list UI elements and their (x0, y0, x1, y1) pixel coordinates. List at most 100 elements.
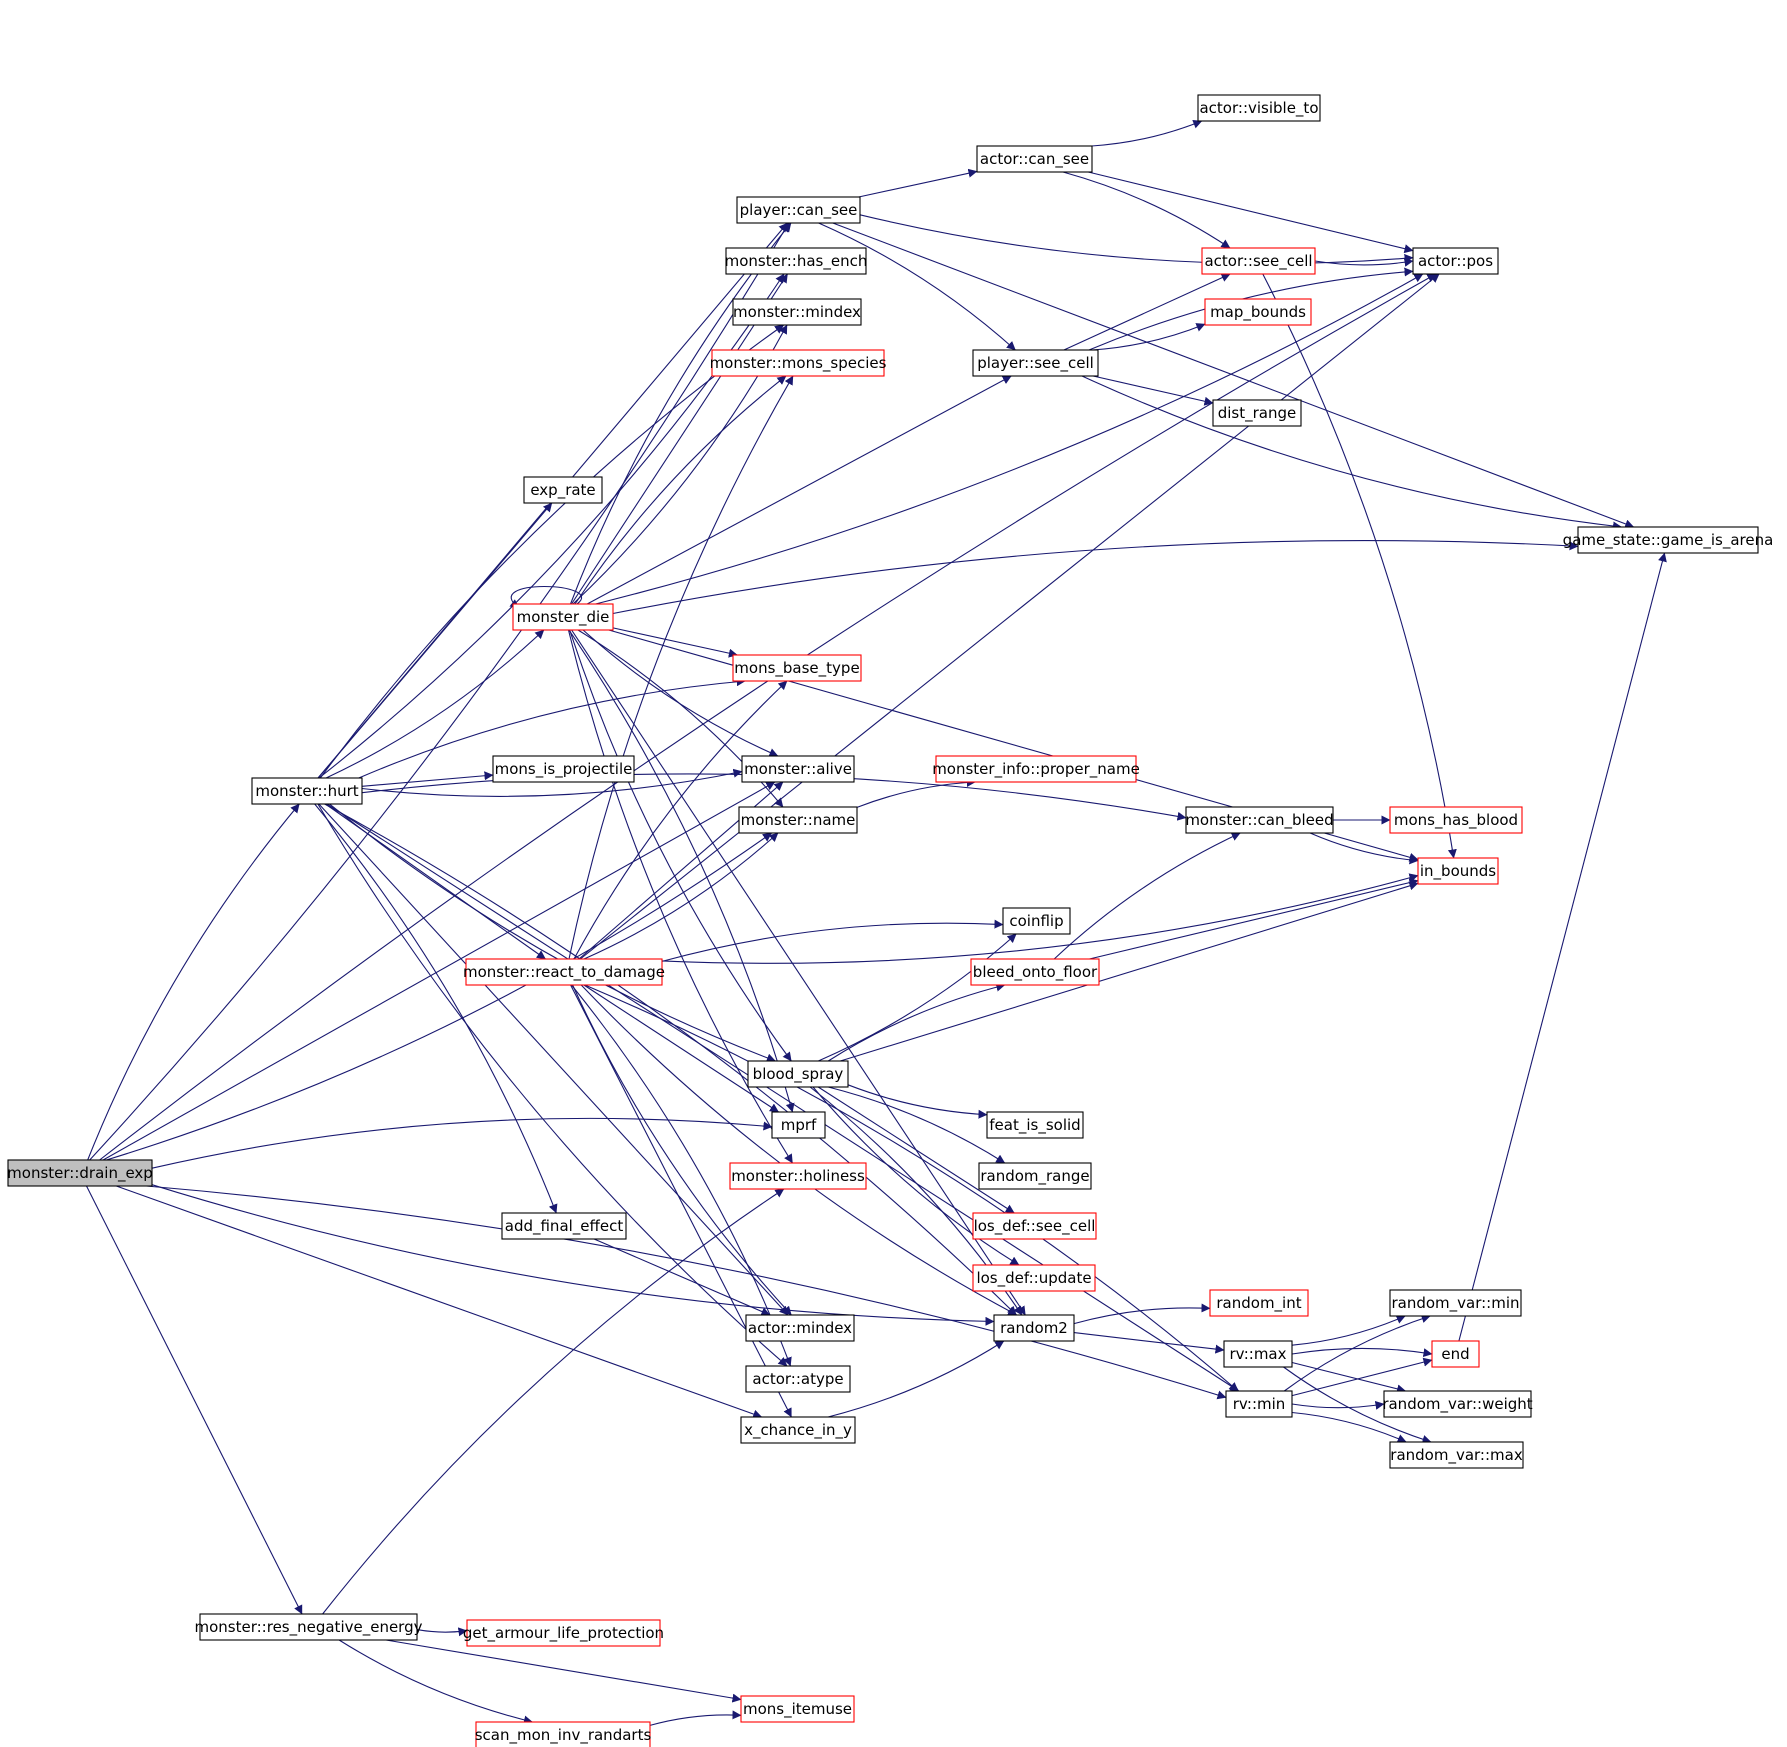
node-actor-pos[interactable]: actor::pos (1412, 247, 1499, 275)
node-label: get_armour_life_protection (463, 1624, 664, 1643)
node-coinflip[interactable]: coinflip (1002, 907, 1071, 935)
node-mon-alive[interactable]: monster::alive (741, 755, 855, 783)
node-actor-see-cell[interactable]: actor::see_cell (1201, 247, 1316, 275)
node-box (725, 247, 867, 275)
node-blood-spray[interactable]: blood_spray (747, 1060, 849, 1088)
node-label: x_chance_in_y (744, 1421, 852, 1440)
node-label: scan_mon_inv_randarts (475, 1726, 652, 1745)
node-exp-rate[interactable]: exp_rate (523, 476, 603, 504)
node-box (492, 755, 635, 783)
edge-rv-min-to-rv-var-min (1283, 1314, 1431, 1392)
node-proper-name[interactable]: monster_info::proper_name (932, 755, 1140, 783)
node-player-see-cell[interactable]: player::see_cell (972, 349, 1099, 377)
edge-blood-spray-to-coinflip (818, 933, 1017, 1062)
node-react-to-damage[interactable]: monster::react_to_damage (463, 958, 665, 986)
node-label: in_bounds (1420, 862, 1496, 881)
node-map-bounds[interactable]: map_bounds (1204, 298, 1312, 326)
node-player-can-see[interactable]: player::can_see (736, 196, 861, 224)
node-can-bleed[interactable]: monster::can_bleed (1185, 806, 1334, 834)
node-box (465, 958, 663, 986)
node-los-see-cell[interactable]: los_def::see_cell (972, 1212, 1097, 1240)
node-label: bleed_onto_floor (973, 963, 1098, 982)
node-label: player::can_see (740, 201, 858, 220)
node-feat-is-solid[interactable]: feat_is_solid (986, 1111, 1084, 1139)
node-rv-max[interactable]: rv::max (1223, 1340, 1293, 1368)
edge-hurt-to-random2 (324, 803, 1017, 1316)
node-mon-name[interactable]: monster::name (738, 806, 858, 834)
node-box (501, 1212, 627, 1240)
node-box (1212, 399, 1302, 427)
node-mons-has-blood[interactable]: mons_has_blood (1389, 806, 1523, 834)
node-label: monster::has_ench (725, 252, 868, 271)
edge-react-to-damage-to-rv-min (584, 984, 1239, 1392)
node-game-is-arena[interactable]: game_state::game_is_arena (1563, 526, 1774, 554)
node-mprf[interactable]: mprf (771, 1111, 826, 1139)
edge-rv-max-to-end (1291, 1347, 1433, 1358)
node-holiness[interactable]: monster::holiness (729, 1162, 867, 1190)
node-rv-var-min[interactable]: random_var::min (1389, 1289, 1522, 1317)
node-box (1197, 94, 1321, 122)
node-random-int[interactable]: random_int (1209, 1289, 1309, 1317)
edge-blood-spray-to-in-bounds (840, 881, 1419, 1062)
edge-drain-exp-to-random2 (151, 1184, 995, 1326)
node-label: actor::see_cell (1204, 252, 1312, 271)
edge-player-can-see-to-player-see-cell (818, 222, 1016, 351)
node-hurt[interactable]: monster::hurt (251, 777, 363, 805)
node-rv-var-max[interactable]: random_var::max (1389, 1441, 1524, 1469)
node-box (1431, 1340, 1480, 1368)
node-label: monster::hurt (255, 782, 358, 800)
node-box (1225, 1390, 1293, 1418)
node-dist-range[interactable]: dist_range (1212, 399, 1302, 427)
node-drain-exp[interactable]: monster::drain_exp (7, 1159, 153, 1187)
node-armour-life[interactable]: get_armour_life_protection (463, 1619, 664, 1647)
node-box (972, 1264, 1096, 1292)
node-label: random_var::min (1391, 1294, 1519, 1313)
node-label: los_def::update (976, 1269, 1091, 1288)
edge-monster-die-to-player-can-see (569, 222, 792, 605)
node-rv-min[interactable]: rv::min (1225, 1390, 1293, 1418)
edge-drain-exp-to-mon-name (106, 832, 772, 1161)
node-label: blood_spray (753, 1065, 844, 1084)
node-box (512, 603, 614, 631)
node-los-update[interactable]: los_def::update (972, 1264, 1096, 1292)
node-box (1204, 298, 1312, 326)
node-label: random_range (980, 1167, 1089, 1186)
edge-can-bleed-to-in-bounds (1309, 832, 1419, 865)
node-box (1002, 907, 1071, 935)
edge-react-to-damage-to-actor-pos (579, 273, 1440, 960)
node-random-range[interactable]: random_range (978, 1162, 1092, 1190)
node-box (972, 349, 1099, 377)
node-box (1185, 806, 1334, 834)
node-box (736, 196, 861, 224)
node-label: mons_has_blood (1394, 811, 1518, 830)
node-in-bounds[interactable]: in_bounds (1417, 857, 1499, 885)
edge-drain-exp-to-actor-pos (99, 273, 1437, 1161)
edge-hurt-to-mons-base-type (358, 677, 746, 779)
node-box (972, 1212, 1097, 1240)
node-scan-randarts[interactable]: scan_mon_inv_randarts (475, 1721, 652, 1747)
node-res-neg[interactable]: monster::res_negative_energy (195, 1613, 423, 1641)
node-end[interactable]: end (1431, 1340, 1480, 1368)
edge-hurt-to-mon-mindex (319, 324, 785, 779)
node-add-final-effect[interactable]: add_final_effect (501, 1212, 627, 1240)
node-mons-is-projectile[interactable]: mons_is_projectile (492, 755, 635, 783)
node-has-ench[interactable]: monster::has_ench (725, 247, 868, 275)
node-box (745, 1365, 851, 1393)
node-bleed-onto-floor[interactable]: bleed_onto_floor (970, 958, 1100, 986)
node-rv-var-weight[interactable]: random_var::weight (1382, 1390, 1533, 1418)
node-monster-die[interactable]: monster_die (512, 603, 614, 631)
node-random2[interactable]: random2 (993, 1314, 1075, 1342)
node-mons-itemuse[interactable]: mons_itemuse (740, 1695, 855, 1723)
node-box (986, 1111, 1084, 1139)
node-actor-can-see[interactable]: actor::can_see (976, 145, 1093, 173)
node-x-chance-in-y[interactable]: x_chance_in_y (740, 1416, 856, 1444)
node-mons-base-type[interactable]: mons_base_type (732, 654, 862, 682)
node-actor-mindex[interactable]: actor::mindex (745, 1314, 855, 1342)
node-actor-visible-to[interactable]: actor::visible_to (1197, 94, 1321, 122)
edge-actor-can-see-to-actor-visible-to (1091, 120, 1203, 147)
edge-actor-can-see-to-actor-see-cell (1062, 171, 1231, 249)
node-mon-mindex[interactable]: monster::mindex (732, 298, 862, 326)
node-mons-species[interactable]: monster::mons_species (710, 349, 887, 377)
node-actor-atype[interactable]: actor::atype (745, 1365, 851, 1393)
